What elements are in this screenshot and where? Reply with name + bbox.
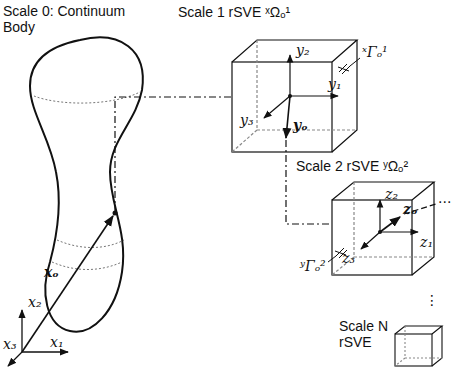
continuum-body [30,37,143,331]
boundary-label: ˣΓₒ¹ [362,44,388,60]
axis-label: x₁ [50,334,64,350]
center-point [288,94,292,98]
axis-label: y₂ [296,42,310,58]
scale-link [115,97,232,213]
ellipsis: ... [438,190,451,206]
axis-label: y₁ [328,76,342,92]
rsve-cube [395,326,442,366]
boundary-mark [338,58,360,74]
vector-label: yₒ [293,117,308,133]
axis [264,96,290,118]
scale-heading: Scale N rSVE [339,318,397,350]
ellipsis: ⋮ [425,292,439,308]
axis-label: z₁ [420,234,433,250]
axis-label: z₂ [385,186,398,202]
axis-label: x₃ [3,336,17,352]
scale-link [286,140,332,224]
section-line [57,240,124,248]
position-vector [22,216,113,352]
axis-label: x₂ [28,294,42,310]
vector-label: xₒ [44,264,59,280]
axis-label: z₃ [342,250,355,266]
axis [8,352,22,366]
axis [290,95,338,96]
axis [289,55,290,96]
position-vector [286,96,290,138]
scale-heading: Scale 0: Continuum Body [3,3,143,35]
axis [379,200,380,232]
vector-label: zₒ [403,201,418,217]
center-point [378,230,382,234]
axis [21,310,22,352]
axis [361,232,380,249]
axis [380,231,418,232]
scale-heading: Scale 1 rSVE ˣΩₒ¹ [178,4,290,20]
rsve-cube [232,40,357,152]
axis-label: y₃ [240,112,254,128]
axis [22,351,68,352]
scale-heading: Scale 2 rSVE ʸΩₒ² [296,158,408,174]
section-line [52,262,122,270]
boundary-label: ʸΓₒ² [300,258,326,274]
position-vector [380,217,400,232]
rsve-cube [332,182,434,275]
